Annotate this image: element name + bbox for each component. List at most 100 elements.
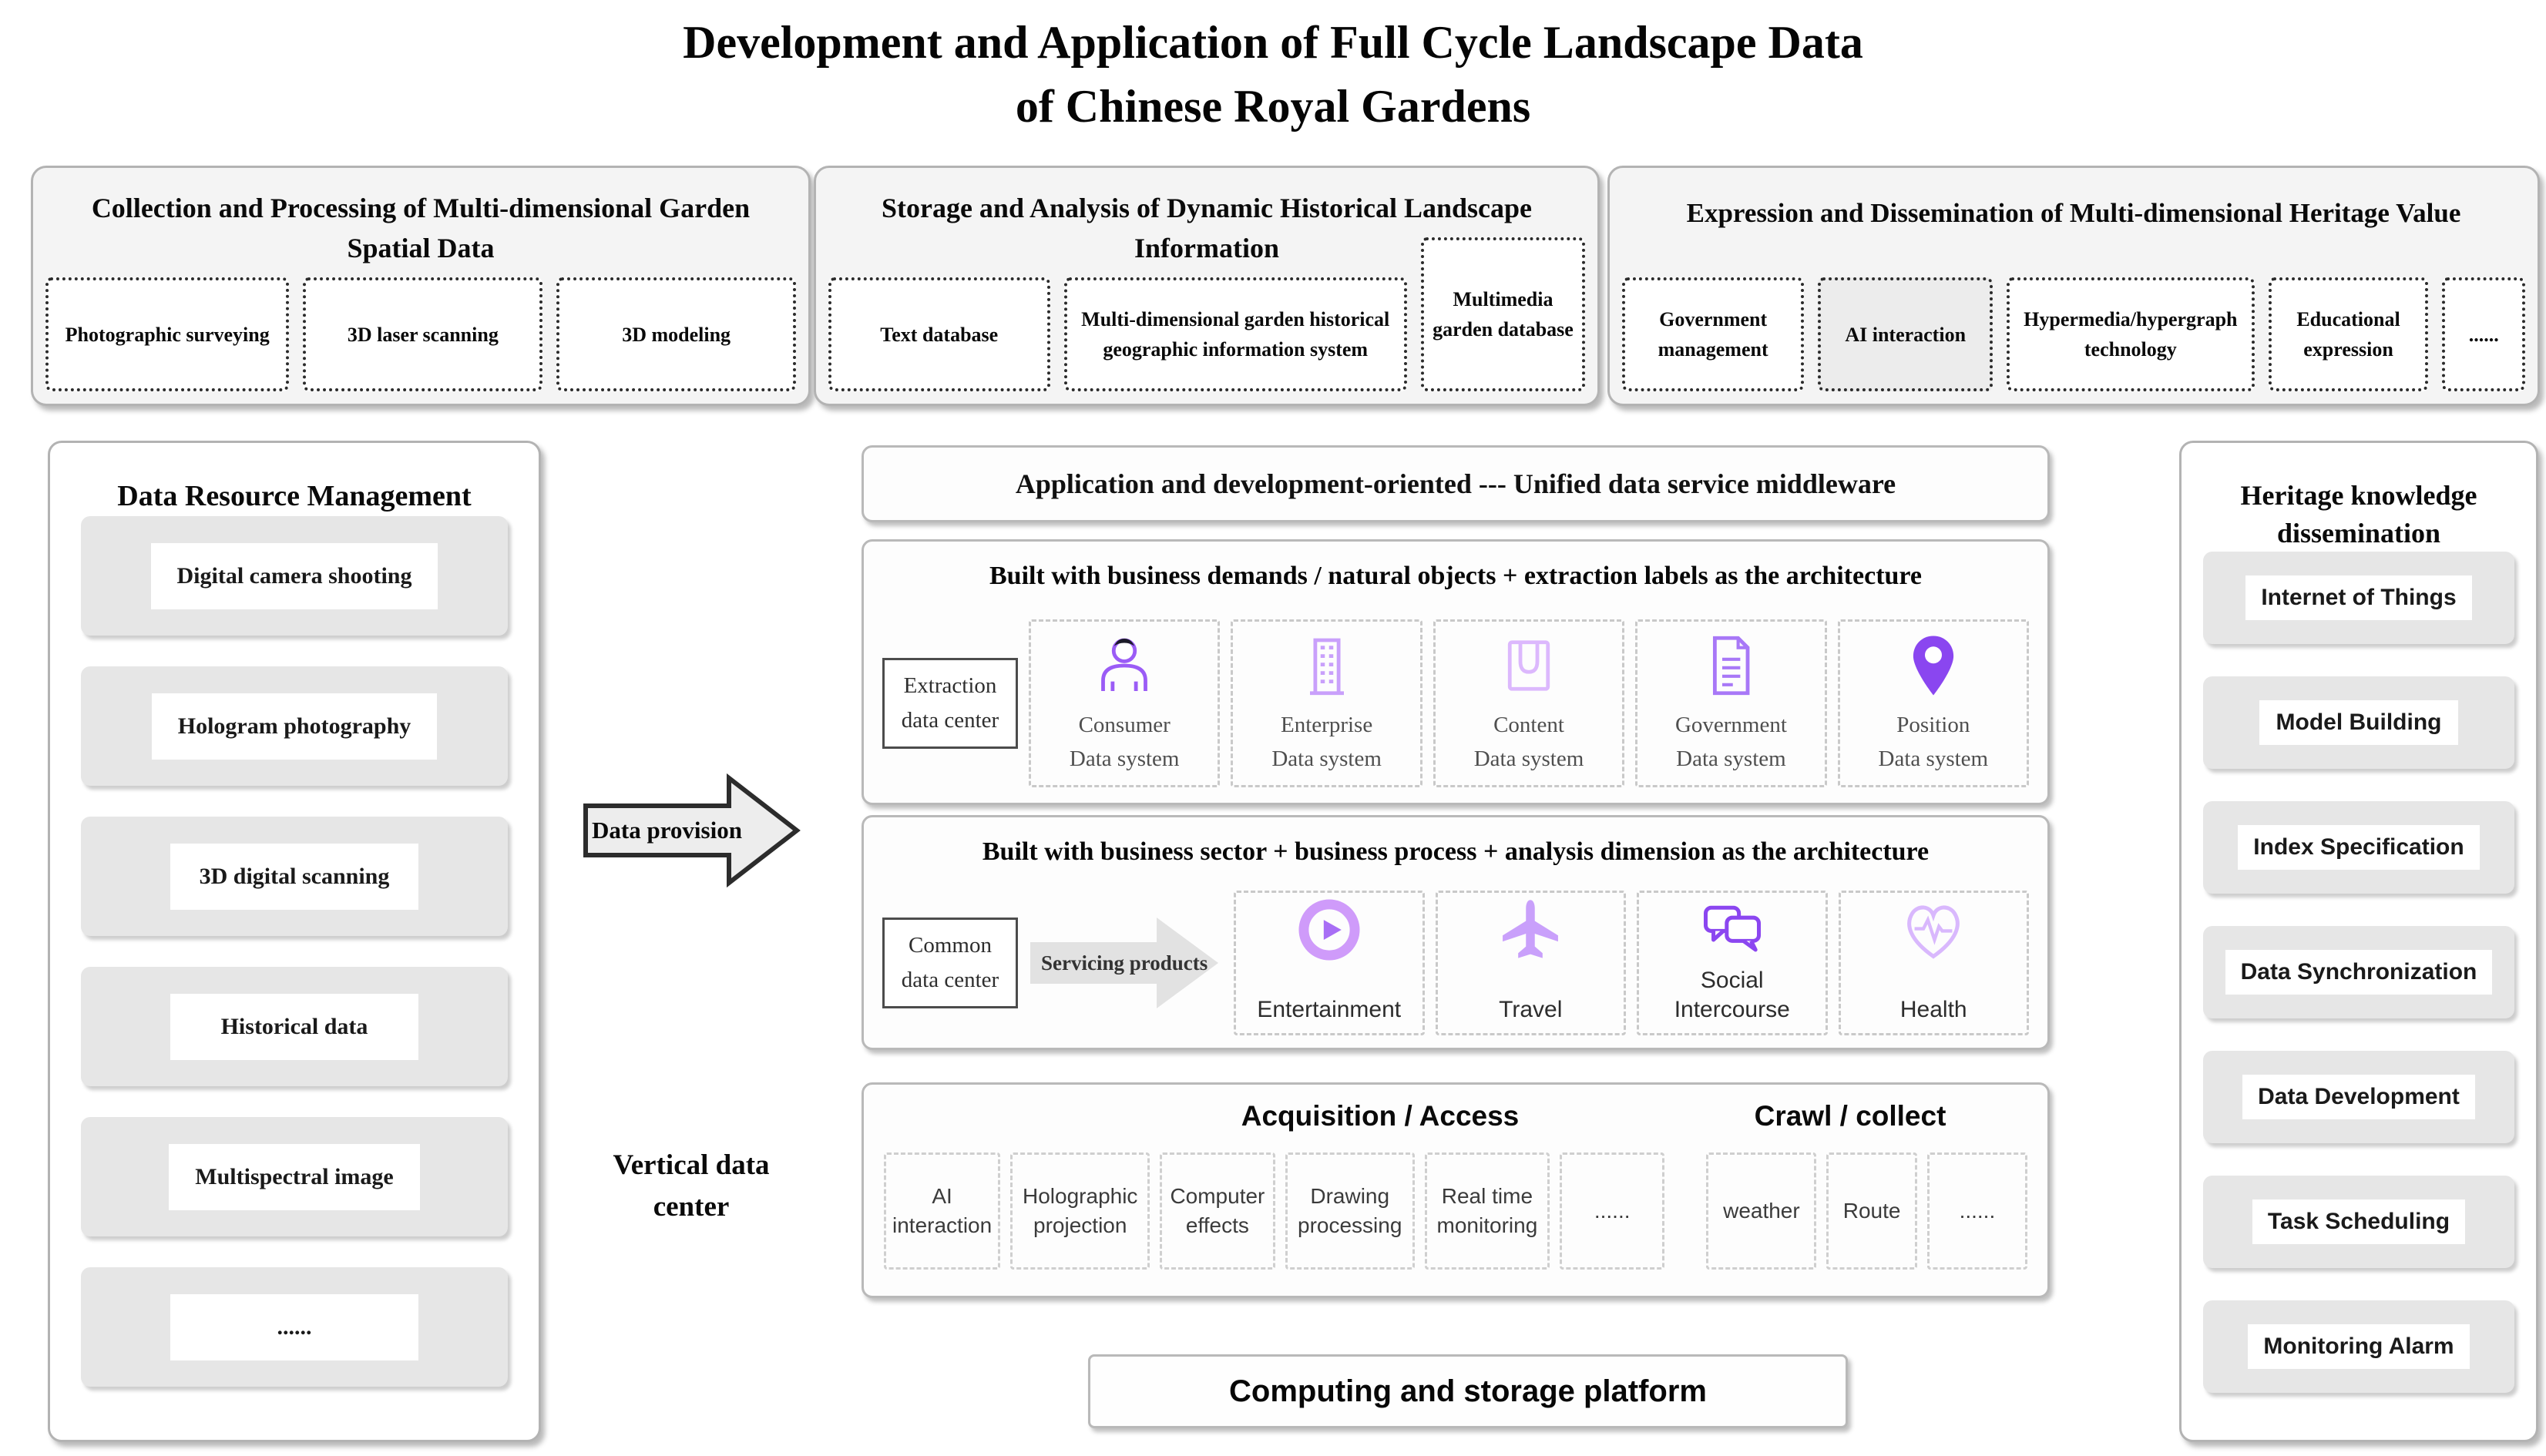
system-card-content: Content Data system: [1433, 619, 1625, 787]
play-circle-icon: [1298, 899, 1360, 961]
acquisition-item: AI interaction: [884, 1152, 1001, 1270]
product-label: Travel: [1499, 996, 1563, 1022]
list-item: Data Development: [2203, 1051, 2514, 1144]
extraction-header: Built with business demands / natural ob…: [989, 562, 1922, 590]
acquisition-panel: Acquisition / Access Crawl / collect AI …: [862, 1082, 2050, 1298]
section-title: Collection and Processing of Multi-dimen…: [91, 193, 751, 264]
system-label: Position Data system: [1878, 713, 1989, 771]
list-item-label: Data Synchronization: [2225, 950, 2493, 995]
common-row: Common data center Servicing products En…: [882, 891, 2029, 1035]
list-item-label: Task Scheduling: [2252, 1199, 2466, 1245]
dotted-item: Government management: [1622, 277, 1805, 391]
dotted-item: Hypermedia/hypergraph technology: [2007, 277, 2255, 391]
building-icon: [1309, 638, 1344, 695]
list-item: Multispectral image: [81, 1117, 508, 1237]
list-item: Index Specification: [2203, 801, 2514, 894]
crawl-item: Route: [1826, 1152, 1917, 1270]
list-item: Internet of Things: [2203, 552, 2514, 645]
page-title-line1: Development and Application of Full Cycl…: [683, 17, 1863, 68]
heart-pulse-icon: [1907, 905, 1960, 959]
section-items: Government management AI interaction Hyp…: [1622, 277, 2525, 391]
section-title: Expression and Dissemination of Multi-di…: [1686, 198, 2461, 228]
crawl-item: weather: [1706, 1152, 1817, 1270]
acquisition-item: Drawing processing: [1285, 1152, 1415, 1270]
product-card-health: Health: [1838, 891, 2029, 1035]
product-label: Health: [1899, 996, 1967, 1022]
group-gap: [1674, 1152, 1696, 1270]
product-label: Social Intercourse: [1674, 968, 1790, 1022]
location-pin-icon: [1913, 636, 1953, 695]
shopping-bag-icon: [1507, 639, 1550, 691]
list-item: Historical data: [81, 967, 508, 1087]
section-items: Text database Multi-dimensional garden h…: [828, 237, 1585, 391]
middleware-bar: Application and development-oriented ---…: [862, 445, 2050, 522]
computing-storage-bar: Computing and storage platform: [1088, 1354, 1848, 1428]
list-item: Digital camera shooting: [81, 516, 508, 636]
acquisition-item: Computer effects: [1160, 1152, 1275, 1270]
crawl-collect-header: Crawl / collect: [1754, 1100, 1946, 1132]
top-section-storage: Storage and Analysis of Dynamic Historic…: [814, 166, 1600, 406]
acquisition-item: ......: [1559, 1152, 1665, 1270]
list-item-label: Multispectral image: [169, 1143, 420, 1210]
right-panel-title: Heritage knowledge dissemination: [2240, 480, 2477, 549]
extraction-panel: Built with business demands / natural ob…: [862, 539, 2050, 805]
system-card-position: Position Data system: [1837, 619, 2030, 787]
list-item: Data Synchronization: [2203, 926, 2514, 1019]
acquisition-access-header: Acquisition / Access: [1241, 1100, 1520, 1132]
extraction-row: Extraction data center Consumer Data sys…: [882, 619, 2030, 787]
person-icon: [1101, 638, 1148, 691]
dotted-item: Text database: [828, 277, 1050, 391]
product-label: Entertainment: [1257, 996, 1402, 1022]
servicing-products-label: Servicing products: [1041, 951, 1208, 975]
top-section-collection: Collection and Processing of Multi-dimen…: [31, 166, 811, 406]
dotted-item: 3D laser scanning: [303, 277, 543, 391]
right-arrow-icon: [1030, 918, 1218, 1008]
list-item-label: Data Development: [2242, 1075, 2475, 1120]
extraction-box-line2: data center: [901, 708, 999, 733]
system-card-government: Government Data system: [1635, 619, 1827, 787]
common-box-line1: Common: [909, 933, 992, 958]
chat-bubbles-icon: [1703, 905, 1761, 951]
dotted-item: Multimedia garden database: [1420, 237, 1585, 391]
section-title: Storage and Analysis of Dynamic Historic…: [881, 193, 1533, 264]
system-label: Content Data system: [1473, 713, 1584, 771]
list-item-label: Monitoring Alarm: [2248, 1324, 2470, 1370]
system-card-enterprise: Enterprise Data system: [1231, 619, 1422, 787]
left-panel-data-resource-management: Data Resource Management Digital camera …: [48, 441, 541, 1442]
dotted-item: Educational expression: [2268, 277, 2429, 391]
list-item-label: Digital camera shooting: [150, 542, 438, 609]
system-card-consumer: Consumer Data system: [1029, 619, 1221, 787]
right-panel-heritage-knowledge: Heritage knowledge dissemination Interne…: [2179, 441, 2538, 1442]
servicing-products-arrow: Servicing products: [1029, 905, 1223, 1021]
airplane-icon: [1503, 900, 1559, 958]
list-item-label: Hologram photography: [151, 693, 438, 760]
middleware-label: Application and development-oriented ---…: [1015, 468, 1896, 499]
dotted-item: Photographic surveying: [45, 277, 290, 391]
list-item: 3D digital scanning: [81, 817, 508, 937]
dotted-item: AI interaction: [1818, 277, 1993, 391]
crawl-item: ......: [1926, 1152, 2027, 1270]
left-panel-title: Data Resource Management: [117, 480, 472, 512]
product-card-entertainment: Entertainment: [1234, 891, 1425, 1035]
list-item: Hologram photography: [81, 666, 508, 787]
computing-storage-label: Computing and storage platform: [1229, 1374, 1707, 1408]
vertical-data-center-label: Vertical data center: [613, 1149, 770, 1223]
list-item-label: Index Specification: [2238, 825, 2480, 871]
list-item: Model Building: [2203, 676, 2514, 770]
common-box-line2: data center: [901, 968, 999, 992]
data-provision-label: Data provision: [592, 817, 742, 844]
dotted-item: ......: [2442, 277, 2525, 391]
page-title: Development and Application of Full Cycl…: [0, 11, 2546, 139]
acquisition-row: AI interaction Holographic projection Co…: [884, 1152, 2027, 1270]
common-data-center-box: Common data center: [882, 918, 1018, 1008]
list-item: Monitoring Alarm: [2203, 1300, 2514, 1394]
acquisition-item: Real time monitoring: [1424, 1152, 1550, 1270]
dotted-item: Multi-dimensional garden historical geog…: [1063, 277, 1407, 391]
acquisition-item: Holographic projection: [1010, 1152, 1150, 1270]
common-panel: Built with business sector + business pr…: [862, 815, 2050, 1050]
list-item-label: Historical data: [170, 993, 418, 1060]
list-item-label: ......: [170, 1293, 418, 1360]
product-card-social-intercourse: Social Intercourse: [1637, 891, 1828, 1035]
dotted-item: 3D modeling: [556, 277, 796, 391]
system-label: Government Data system: [1674, 713, 1787, 771]
